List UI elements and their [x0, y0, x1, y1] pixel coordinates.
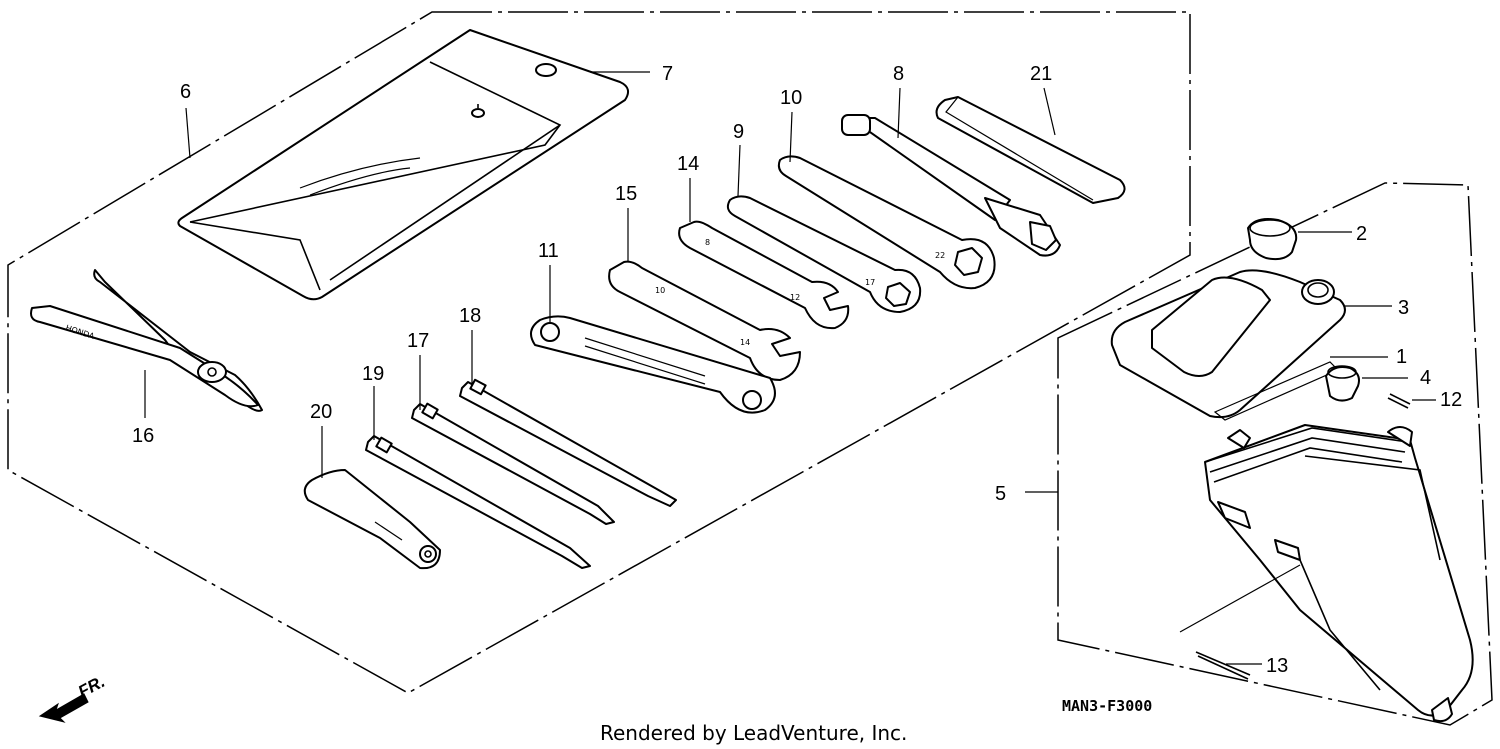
- callout-9: 9: [733, 121, 744, 143]
- open-wrench-10x14[interactable]: 10 14: [608, 260, 801, 381]
- front-direction-arrow: FR.: [38, 672, 108, 723]
- rubber-plug[interactable]: [1325, 365, 1360, 402]
- pliers[interactable]: HONDA: [30, 269, 263, 412]
- stamp-12: 12: [790, 293, 800, 302]
- phillips-screwdriver-bit[interactable]: [459, 378, 677, 507]
- callout-18: 18: [459, 305, 481, 327]
- callout-5: 5: [995, 483, 1006, 505]
- callout-17: 17: [407, 330, 429, 352]
- callout-21: 21: [1030, 63, 1052, 85]
- toolbox-set-boundary: [1057, 182, 1493, 726]
- callout-3: 3: [1398, 297, 1409, 319]
- callout-14: 14: [677, 153, 699, 175]
- stamp-8: 8: [705, 238, 710, 247]
- callout-19: 19: [362, 363, 384, 385]
- callout-12: 12: [1440, 389, 1462, 411]
- callout-15: 15: [615, 183, 637, 205]
- tool-bag[interactable]: [177, 29, 630, 301]
- band[interactable]: [1179, 564, 1301, 680]
- box-wrench-22[interactable]: 22: [777, 155, 996, 290]
- screwdriver-bit[interactable]: [365, 435, 591, 569]
- callout-13: 13: [1266, 655, 1288, 677]
- tool-set-boundary: [7, 11, 1191, 694]
- toolbox-lid[interactable]: [1110, 269, 1346, 419]
- grip-sleeve[interactable]: [935, 96, 1126, 204]
- open-wrench-8x12[interactable]: 8 12: [678, 220, 850, 330]
- callout-8: 8: [893, 63, 904, 85]
- callout-11: 11: [538, 240, 559, 262]
- pin[interactable]: [1387, 393, 1411, 409]
- stamp-17: 17: [865, 278, 875, 287]
- callout-1: 1: [1396, 346, 1407, 368]
- callout-6: 6: [180, 81, 191, 103]
- callout-2: 2: [1356, 223, 1367, 245]
- toolbox[interactable]: [1204, 424, 1474, 723]
- stamp-22: 22: [935, 251, 945, 260]
- leader-lines: [144, 71, 1436, 665]
- diagram-code: MAN3-F3000: [1062, 697, 1152, 715]
- cap[interactable]: [1247, 218, 1298, 261]
- stamp-10: 10: [655, 286, 665, 295]
- callout-16: 16: [132, 425, 154, 447]
- flat-screwdriver-bit[interactable]: [411, 402, 615, 525]
- callout-7: 7: [662, 63, 673, 85]
- credit-text: Rendered by LeadVenture, Inc.: [600, 721, 907, 745]
- callout-10: 10: [780, 87, 802, 109]
- callout-4: 4: [1420, 367, 1431, 389]
- callout-20: 20: [310, 401, 332, 423]
- socket-wrench-handle[interactable]: [841, 114, 1061, 257]
- screwdriver-grip[interactable]: [303, 469, 441, 570]
- stamp-14: 14: [740, 338, 750, 347]
- box-wrench-17[interactable]: 17: [726, 195, 922, 313]
- ratchet-wrench[interactable]: [530, 315, 776, 414]
